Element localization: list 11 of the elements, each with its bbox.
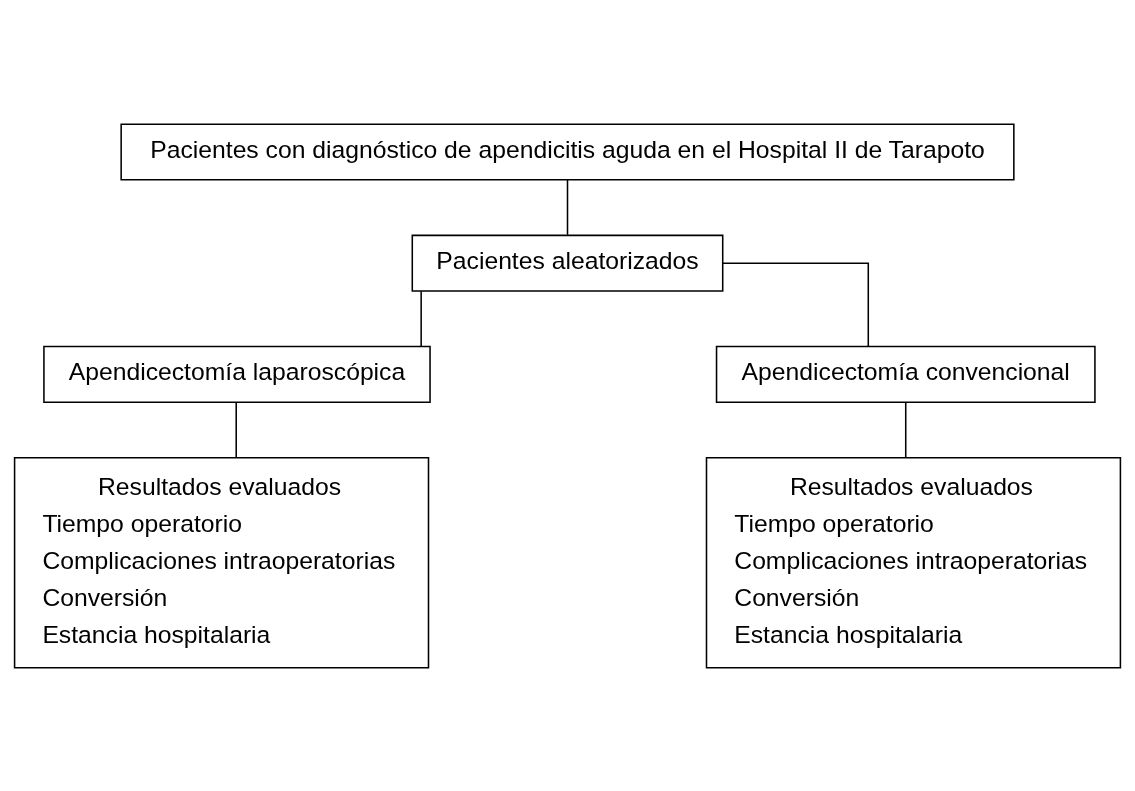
connector [721, 261, 870, 347]
node-box: Pacientes aleatorizados [411, 234, 724, 292]
node-box: Apendicectomía convencional [715, 345, 1096, 403]
node-box: Apendicectomía laparoscópica [43, 345, 431, 403]
connector [904, 400, 907, 458]
node-box: Resultados evaluados Tiempo operatorio Complicaciones intraoperatorias Conversión Estancia hospitalaria [705, 456, 1122, 669]
node-box: Resultados evaluados Tiempo operatorio Complicaciones intraoperatorias Conversión Estancia hospitalaria [13, 456, 430, 669]
connector [566, 178, 569, 235]
connector [235, 400, 237, 458]
node-box: Pacientes con diagnóstico de apendicitis aguda en el Hospital II de Tarapoto [120, 122, 1015, 181]
connector [420, 289, 422, 347]
